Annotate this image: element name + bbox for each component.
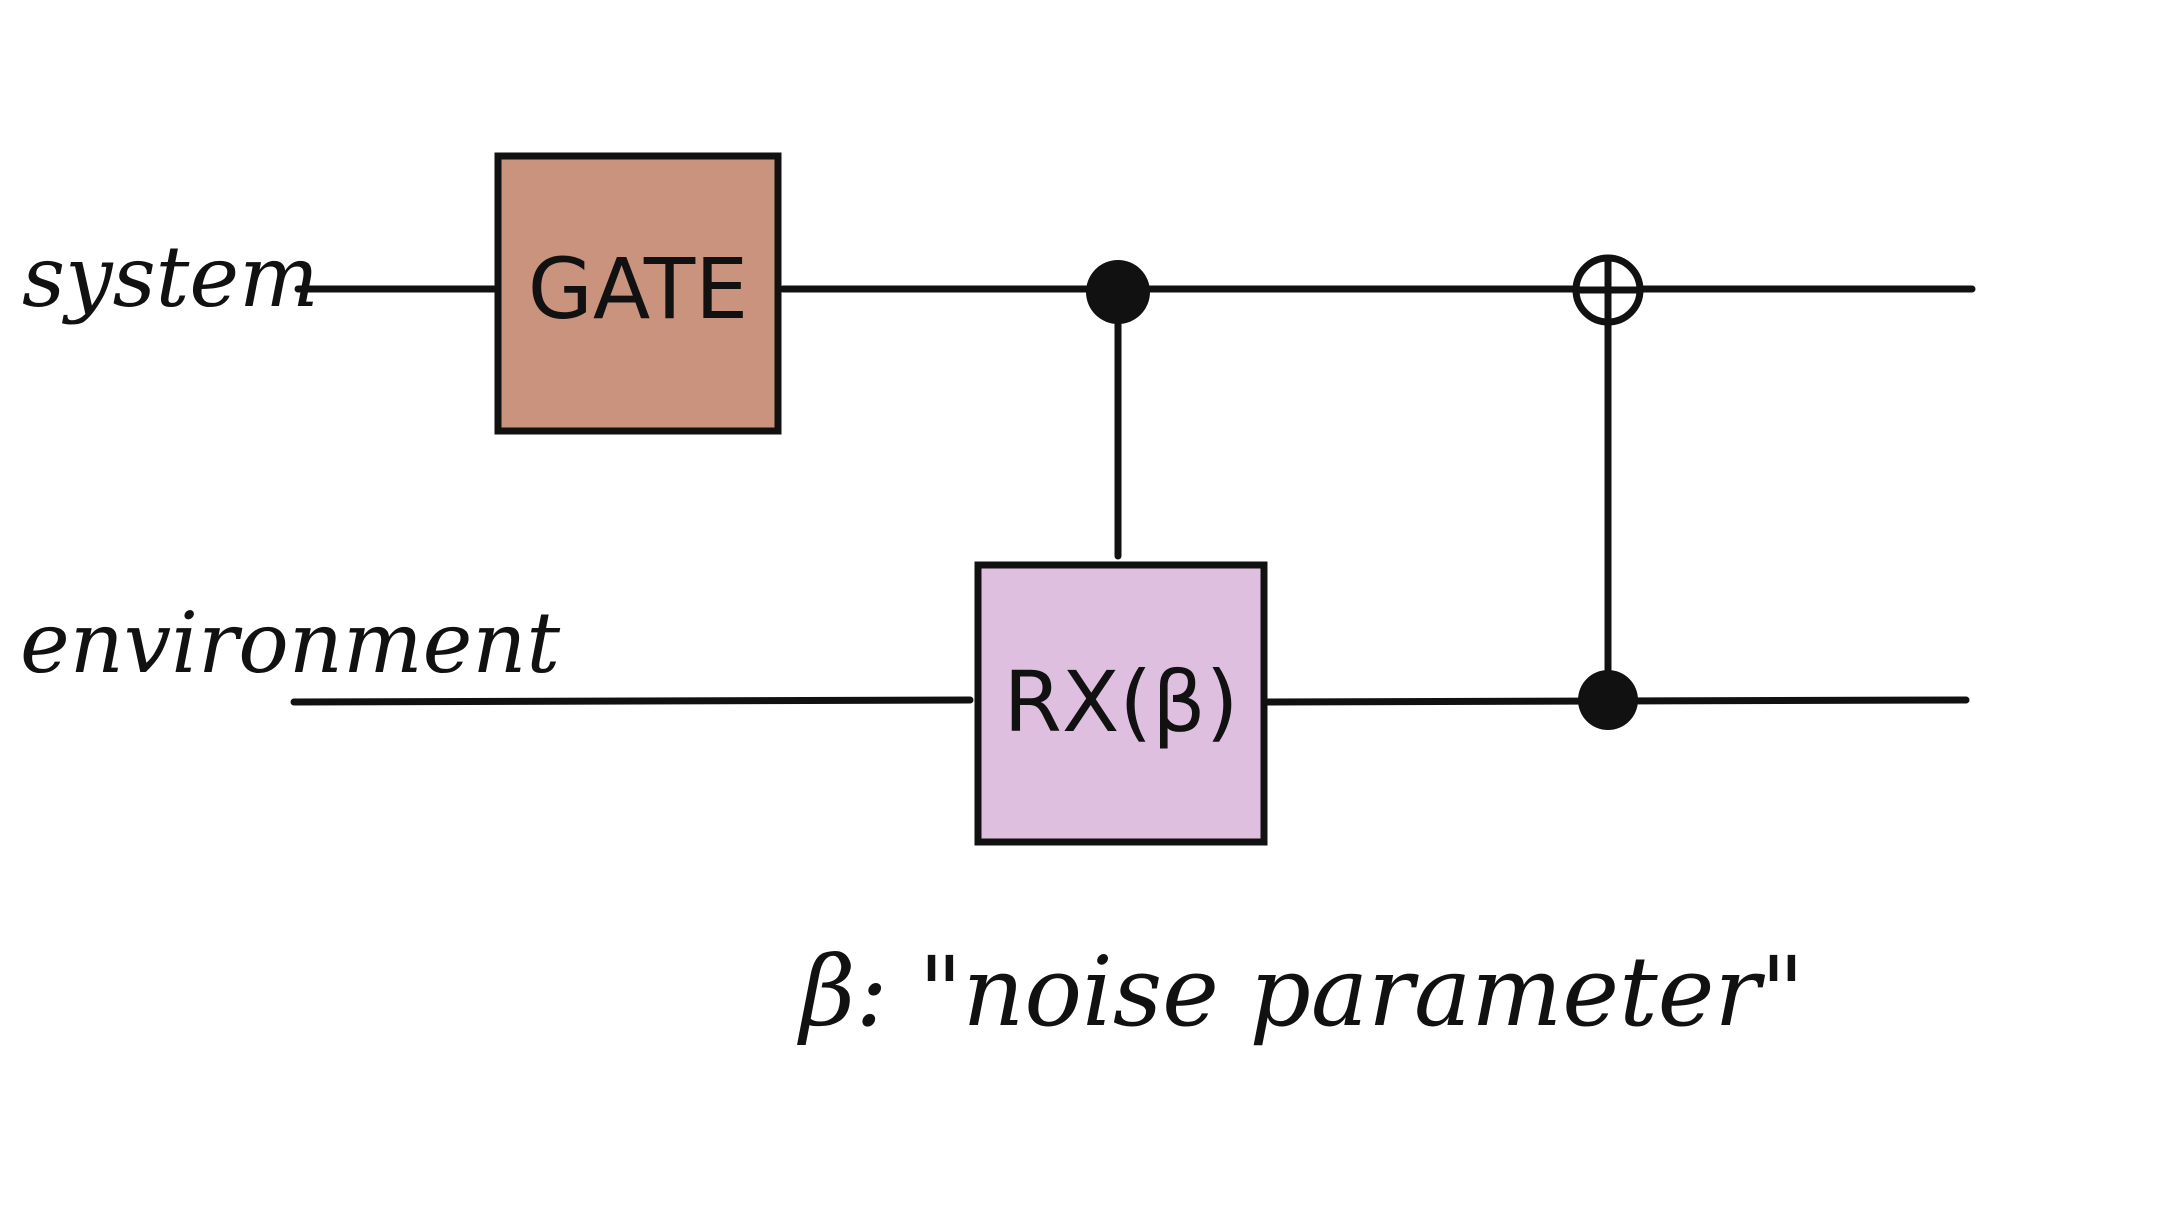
environment-label: environment bbox=[20, 594, 560, 692]
cnot-target-symbol bbox=[1572, 254, 1644, 326]
gate-box: GATE bbox=[494, 152, 782, 435]
control-dot-environment bbox=[1578, 670, 1638, 730]
system-label: system bbox=[22, 228, 319, 326]
noise-parameter-note: β: "noise parameter" bbox=[797, 936, 1805, 1048]
rx-gate-label: RX(β) bbox=[1003, 653, 1238, 751]
rx-gate-box: RX(β) bbox=[974, 561, 1268, 846]
control-dot-system bbox=[1086, 260, 1150, 324]
gate-label: GATE bbox=[528, 240, 748, 338]
